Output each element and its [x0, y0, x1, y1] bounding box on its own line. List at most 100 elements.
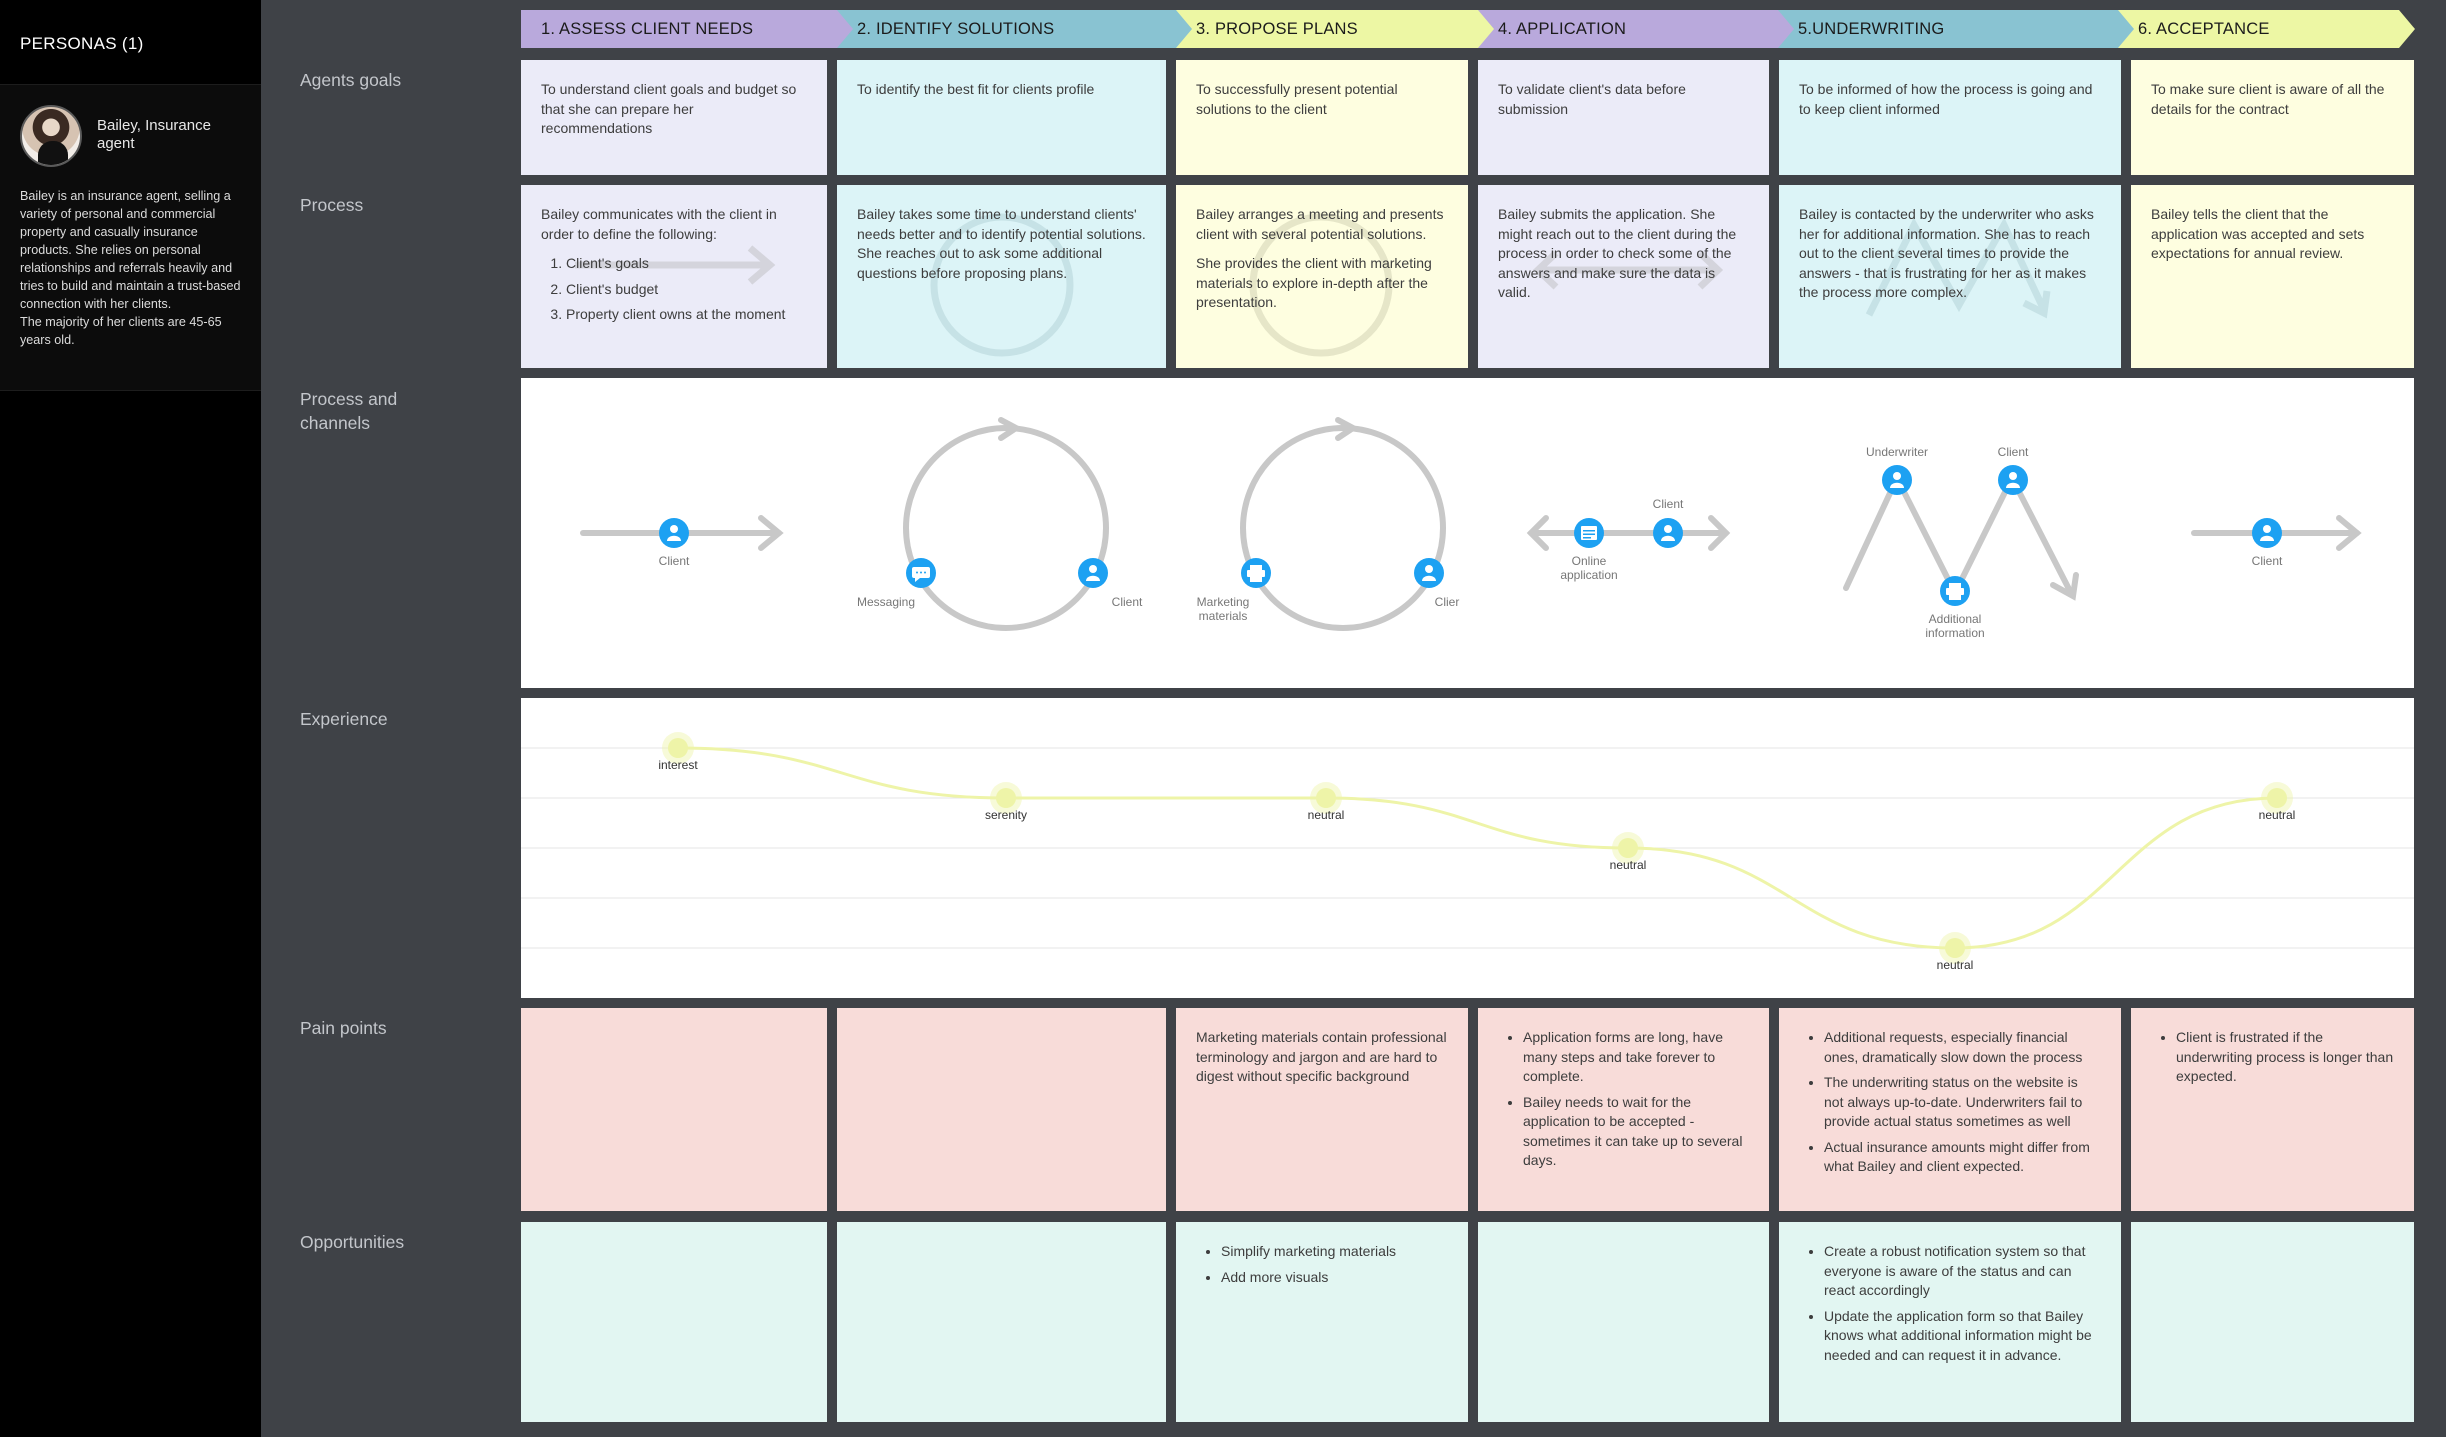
- list-item: Add more visuals: [1221, 1268, 1448, 1288]
- opportunity-cell-6: [2131, 1222, 2414, 1422]
- experience-point[interactable]: [1618, 838, 1638, 858]
- list-item: Property client owns at the moment: [566, 305, 807, 325]
- process-list-1: Client's goals Client's budget Property …: [566, 254, 807, 325]
- pain-cell-3: Marketing materials contain professional…: [1176, 1008, 1468, 1211]
- persona-description: Bailey is an insurance agent, selling a …: [20, 189, 241, 347]
- opportunity-cell-4: [1478, 1222, 1769, 1422]
- process-cell-4: Bailey submits the application. She migh…: [1478, 185, 1769, 368]
- persona-name: Bailey, Insurance agent: [97, 117, 211, 152]
- opportunity-cell-2: [837, 1222, 1166, 1422]
- process-cell-1: Bailey communicates with the client in o…: [521, 185, 827, 368]
- client-icon: [1414, 558, 1444, 588]
- printer-icon: [1241, 558, 1271, 588]
- list-item: Application forms are long, have many st…: [1523, 1028, 1749, 1087]
- row-label-process: Process: [300, 195, 364, 215]
- process-text-2: Bailey takes some time to understand cli…: [857, 206, 1146, 281]
- persona-card[interactable]: Bailey, Insurance agent Bailey is an ins…: [0, 84, 261, 391]
- stage-header-identify-solutions[interactable]: 2. IDENTIFY SOLUTIONS: [837, 10, 1192, 48]
- stage-header-propose-plans[interactable]: 3. PROPOSE PLANS: [1176, 10, 1494, 48]
- process-text-3b: She provides the client with marketing m…: [1196, 255, 1432, 310]
- client-icon: [1653, 518, 1683, 548]
- channel-label: Client: [1998, 445, 2029, 459]
- experience-point[interactable]: [1945, 938, 1965, 958]
- channels-diagram: Client Messaging Client Marketing materi…: [580, 417, 2362, 640]
- channel-label: Client: [1653, 497, 1684, 511]
- messaging-icon: [906, 558, 936, 588]
- process-cell-6: Bailey tells the client that the applica…: [2131, 185, 2414, 368]
- experience-panel: interest serenity neutral neutral neutral neu…: [521, 698, 2414, 998]
- channel-label: Additional: [1929, 612, 1982, 626]
- experience-point-label: serenity: [985, 808, 1027, 822]
- personas-sidebar: PERSONAS (1) Bailey, Insurance agent Bai…: [0, 0, 261, 1437]
- experience-point[interactable]: [2267, 788, 2287, 808]
- experience-point[interactable]: [1316, 788, 1336, 808]
- goal-cell-3: To successfully present potential soluti…: [1176, 60, 1468, 175]
- channel-label: information: [1925, 626, 1984, 640]
- experience-point-label: neutral: [1308, 808, 1345, 822]
- row-label-goals: Agents goals: [300, 70, 402, 90]
- stage-header-underwriting[interactable]: 5.UNDERWRITING: [1778, 10, 2134, 48]
- opportunity-cell-5: Create a robust notification system so t…: [1779, 1222, 2121, 1422]
- channel-label: Marketing: [1197, 595, 1250, 609]
- pain-cell-6: Client is frustrated if the underwriting…: [2131, 1008, 2414, 1211]
- list-item: Update the application form so that Bail…: [1824, 1307, 2101, 1366]
- goal-cell-2: To identify the best fit for clients pro…: [837, 60, 1166, 175]
- pain-cell-2: [837, 1008, 1166, 1211]
- list-item: Simplify marketing materials: [1221, 1242, 1448, 1262]
- list-item: Client is frustrated if the underwriting…: [2176, 1028, 2394, 1087]
- process-cell-3: Bailey arranges a meeting and presents c…: [1176, 185, 1468, 368]
- row-label-experience: Experience: [300, 709, 388, 729]
- printer-icon: [1940, 576, 1970, 606]
- experience-point-label: neutral: [1610, 858, 1647, 872]
- channel-label: Messaging: [857, 595, 915, 609]
- list-item: The underwriting status on the website i…: [1824, 1073, 2101, 1132]
- pain-cell-1: [521, 1008, 827, 1211]
- list-item: Bailey needs to wait for the application…: [1523, 1093, 1749, 1171]
- client-icon: [659, 518, 689, 548]
- row-label-pain-points: Pain points: [300, 1018, 387, 1038]
- process-text-5: Bailey is contacted by the underwriter w…: [1799, 206, 2094, 300]
- opportunity-cell-1: [521, 1222, 827, 1422]
- goal-cell-5: To be informed of how the process is goi…: [1779, 60, 2121, 175]
- list-item: Additional requests, especially financia…: [1824, 1028, 2101, 1067]
- channel-label: application: [1560, 568, 1617, 582]
- opportunity-cell-3: Simplify marketing materials Add more vi…: [1176, 1222, 1468, 1422]
- channel-label: Client: [2252, 554, 2283, 568]
- experience-point-label: interest: [658, 758, 698, 772]
- list-item: Client's goals: [566, 254, 807, 274]
- channels-panel: Client Messaging Client Marketing materi…: [521, 378, 2414, 688]
- pain-cell-5: Additional requests, especially financia…: [1779, 1008, 2121, 1211]
- channel-label: Online: [1572, 554, 1607, 568]
- channel-label: Clier: [1435, 595, 1460, 609]
- stage-header-assess-client-needs[interactable]: 1. ASSESS CLIENT NEEDS: [521, 10, 853, 48]
- client-icon: [1078, 558, 1108, 588]
- experience-point[interactable]: [668, 738, 688, 758]
- process-intro-1: Bailey communicates with the client in o…: [541, 206, 777, 242]
- underwriter-icon: [1882, 465, 1912, 495]
- stage-header-application[interactable]: 4. APPLICATION: [1478, 10, 1794, 48]
- client-icon: [1998, 465, 2028, 495]
- experience-point-label: neutral: [1937, 958, 1974, 972]
- channel-label: Client: [659, 554, 690, 568]
- experience-chart: interest serenity neutral neutral neutral neu…: [521, 732, 2414, 972]
- process-cell-2: Bailey takes some time to understand cli…: [837, 185, 1166, 368]
- process-text-6: Bailey tells the client that the applica…: [2151, 206, 2365, 261]
- list-item: Create a robust notification system so t…: [1824, 1242, 2101, 1301]
- list-item: Actual insurance amounts might differ fr…: [1824, 1138, 2101, 1177]
- row-label-channels: Process and channels: [300, 389, 398, 433]
- experience-line: [677, 746, 2278, 950]
- process-text-3a: Bailey arranges a meeting and presents c…: [1196, 206, 1444, 242]
- experience-point[interactable]: [996, 788, 1016, 808]
- stage-header-acceptance[interactable]: 6. ACCEPTANCE: [2118, 10, 2415, 48]
- experience-point-label: neutral: [2259, 808, 2296, 822]
- row-label-opportunities: Opportunities: [300, 1232, 405, 1252]
- channel-label: Client: [1112, 595, 1143, 609]
- online-application-icon: [1574, 518, 1604, 548]
- goal-cell-4: To validate client's data before submiss…: [1478, 60, 1769, 175]
- client-icon: [2252, 518, 2282, 548]
- goal-cell-1: To understand client goals and budget so…: [521, 60, 827, 175]
- personas-title[interactable]: PERSONAS (1): [20, 34, 144, 53]
- process-text-4: Bailey submits the application. She migh…: [1498, 206, 1737, 300]
- channel-label: Underwriter: [1866, 445, 1928, 459]
